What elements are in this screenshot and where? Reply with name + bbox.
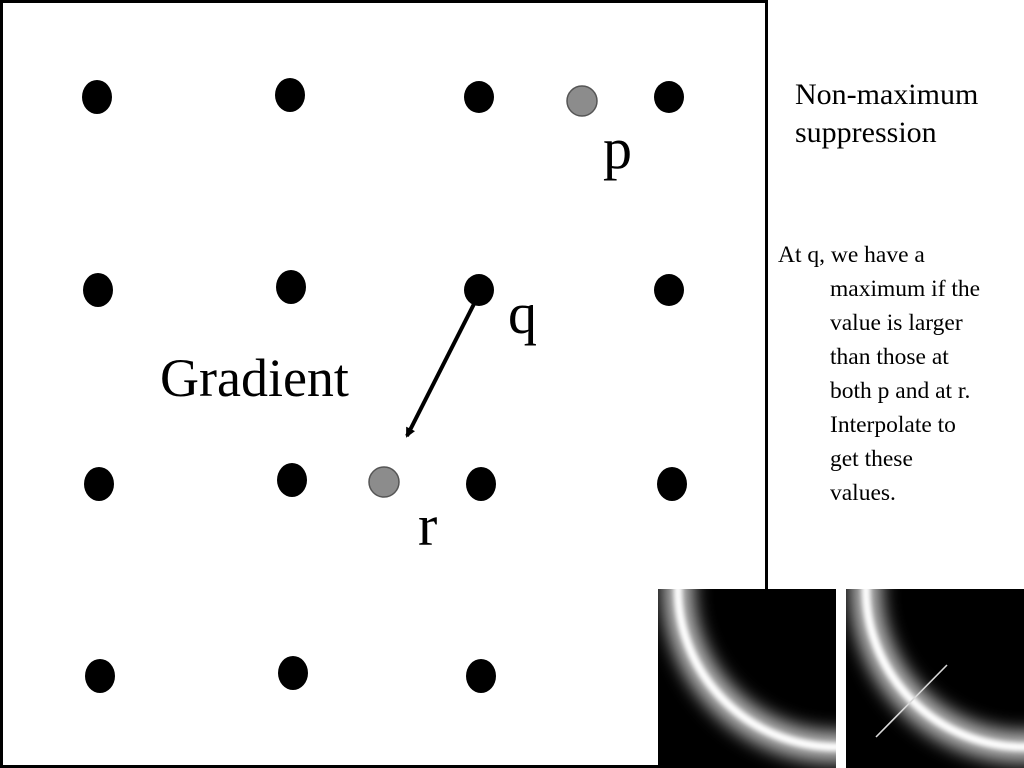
description-line: Interpolate to [830,412,956,438]
interpolated-point-r [368,466,400,498]
description-line: values. [830,480,896,506]
description-line: than those at [830,344,949,370]
diagram-frame [0,0,768,768]
edge-magnitude-image [658,589,836,768]
interpolated-point-p [566,85,598,117]
description-line: get these [830,446,913,472]
grid-pixel [278,656,308,690]
label-r: r [418,493,437,558]
grid-pixel [657,467,687,501]
grid-pixel [466,659,496,693]
grid-pixel [464,81,494,113]
grid-pixel [277,463,307,497]
label-p: p [603,116,632,181]
description-line: value is larger [830,310,963,336]
description-line: both p and at r. [830,378,971,404]
gradient-arrow [405,299,478,438]
slide-title: Non-maximum suppression [795,78,979,149]
grid-pixel [466,467,496,501]
description-line: maximum if the [830,276,981,302]
gradient-line [875,664,948,738]
grid-pixel [85,659,115,693]
grid-pixel [82,80,112,114]
grid-pixel-q [464,274,494,306]
description: At q, we have a maximum if the value is … [778,238,1018,510]
grid-pixel [83,273,113,307]
grid-pixel [654,274,684,306]
description-line: At q, we have a [778,242,925,268]
grid-pixel [276,270,306,304]
grid-pixel [84,467,114,501]
edge-with-gradient-line-image [846,589,1024,768]
grid-pixel [275,78,305,112]
grid-pixel [654,81,684,113]
label-q: q [508,281,537,346]
gradient-label: Gradient [160,348,349,408]
